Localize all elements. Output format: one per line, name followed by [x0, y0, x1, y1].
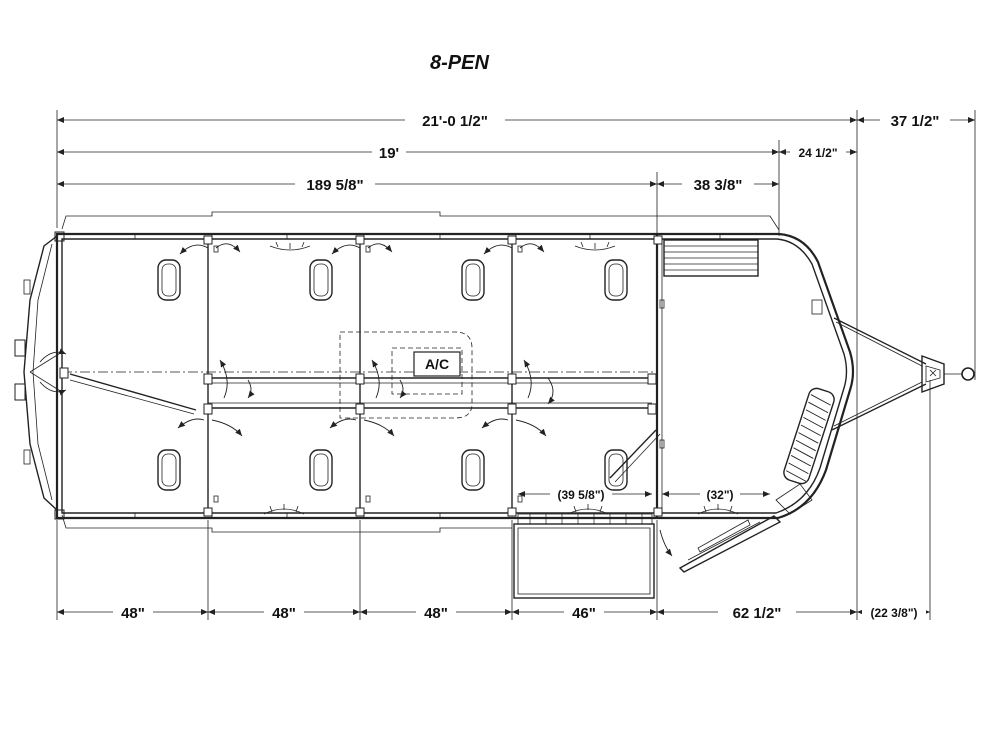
dim-nose-length: 24 1/2" — [798, 146, 837, 160]
dim-pen-4: 46" — [572, 605, 596, 622]
gate-swing-arrows — [39, 243, 673, 557]
dim-tongue-offset: (22 3/8") — [870, 606, 917, 620]
dim-overall-length: 21'-0 1/2" — [422, 113, 488, 130]
side-door-step — [513, 513, 655, 599]
diagram-title: 8-PEN — [430, 52, 489, 74]
dimension-lines — [56, 110, 976, 620]
dim-pen-section: 189 5/8" — [306, 177, 363, 194]
pen-dividers — [59, 234, 665, 518]
tack-room — [663, 239, 823, 315]
dimension-labels: 21'-0 1/2" 37 1/2" 19' 24 1/2" 189 5/8" … — [113, 110, 950, 622]
dim-tongue-length: 37 1/2" — [891, 113, 940, 130]
dim-front-section: 62 1/2" — [733, 605, 782, 622]
ac-label: A/C — [425, 356, 449, 372]
ac-unit: A/C — [339, 331, 473, 419]
dim-pen-2: 48" — [272, 605, 296, 622]
tack-door-open — [678, 515, 782, 573]
dim-body-length: 19' — [379, 145, 399, 162]
dim-pen-3: 48" — [424, 605, 448, 622]
dim-pen-1: 48" — [121, 605, 145, 622]
spare-tire — [775, 387, 835, 515]
pen-windows — [157, 259, 628, 491]
tongue-hitch — [831, 317, 976, 431]
dim-tack-room: 38 3/8" — [694, 177, 743, 194]
dim-side-door: (39 5/8") — [557, 488, 604, 502]
roof-vents — [263, 241, 739, 515]
dim-tack-door: (32") — [706, 488, 733, 502]
